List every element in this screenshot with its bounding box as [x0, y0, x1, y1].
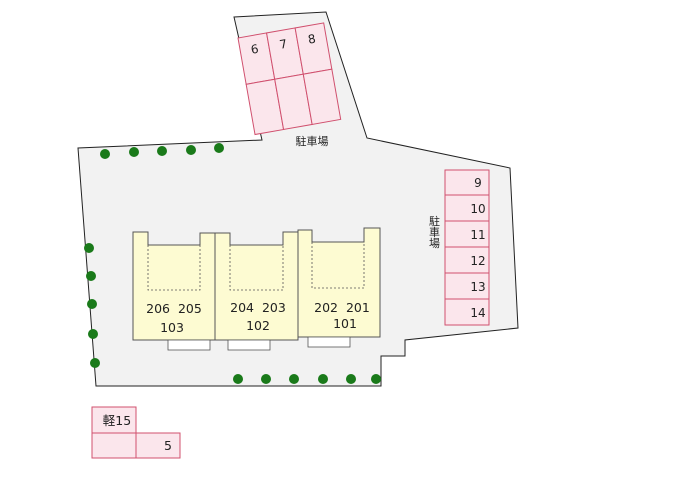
parking-top-block: 6 7 8	[237, 22, 342, 136]
unit-lower-label: 101	[333, 316, 357, 331]
parking-space	[302, 68, 342, 126]
parking-right-column: 9 10 11 12 13 14	[444, 169, 490, 326]
parking-space	[444, 272, 490, 300]
parking-space	[444, 194, 490, 222]
tree-icon	[214, 143, 224, 153]
parking-number: 6	[250, 42, 260, 57]
parking-number: 5	[164, 438, 172, 453]
tree-icon	[90, 358, 100, 368]
building-block: 206 205 103 204 203 102 202 201 101	[132, 227, 381, 351]
trees-top	[100, 143, 224, 159]
trees-left	[84, 243, 100, 368]
parking-space	[91, 432, 137, 459]
tree-icon	[88, 329, 98, 339]
entrance	[307, 336, 351, 348]
parking-space	[444, 298, 490, 326]
unit-lower-label: 103	[160, 320, 184, 335]
parking-number: 12	[470, 254, 485, 268]
tree-icon	[186, 145, 196, 155]
tree-icon	[261, 374, 271, 384]
entrance	[167, 339, 211, 351]
parking-space	[444, 246, 490, 274]
parking-label-right: 駐車場	[428, 214, 441, 249]
balcony-outline	[229, 245, 284, 291]
parking-number: 13	[470, 280, 485, 294]
tree-icon	[346, 374, 356, 384]
building-103	[132, 231, 216, 341]
unit-upper-label: 206 205	[146, 301, 202, 316]
tree-icon	[289, 374, 299, 384]
parking-number: 10	[470, 202, 485, 216]
unit-lower-label: 102	[246, 318, 270, 333]
unit-upper-label: 202 201	[314, 300, 370, 315]
parking-space	[135, 432, 181, 459]
entrance	[227, 339, 271, 351]
balcony-outline	[311, 242, 365, 289]
parking-number: 11	[470, 228, 485, 242]
parking-space	[444, 169, 490, 196]
tree-icon	[233, 374, 243, 384]
parking-number: 8	[307, 32, 317, 47]
parking-label-top: 駐車場	[296, 134, 329, 148]
tree-icon	[318, 374, 328, 384]
unit-upper-label: 204 203	[230, 300, 286, 315]
trees-bottom	[233, 374, 381, 384]
tree-icon	[87, 299, 97, 309]
tree-icon	[129, 147, 139, 157]
tree-icon	[100, 149, 110, 159]
parking-number: 7	[278, 37, 288, 52]
tree-icon	[86, 271, 96, 281]
tree-icon	[371, 374, 381, 384]
parking-number: 軽15	[103, 413, 131, 428]
parking-number: 14	[470, 306, 485, 320]
tree-icon	[84, 243, 94, 253]
parking-bottom-block: 軽15 5	[91, 406, 181, 459]
tree-icon	[157, 146, 167, 156]
parking-space	[91, 406, 137, 434]
parking-number: 9	[474, 176, 482, 190]
